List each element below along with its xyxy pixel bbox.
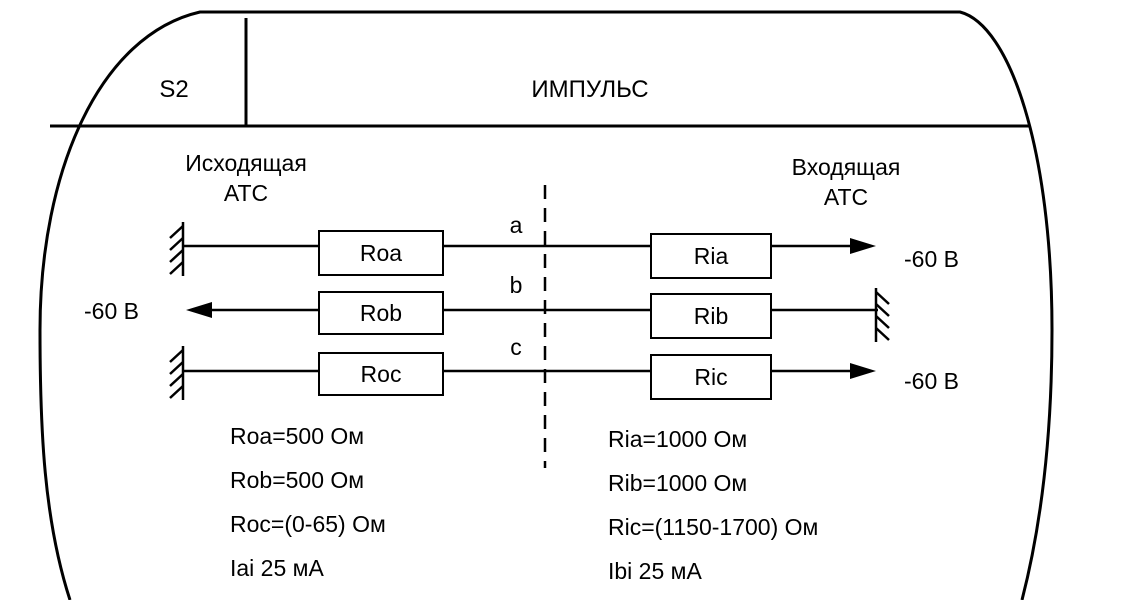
resistor-roc: Roc: [318, 352, 444, 396]
wire-label-a: a: [509, 212, 523, 238]
resistor-roa: Roa: [318, 230, 444, 276]
voltage-right-a: -60 В: [904, 246, 959, 272]
param-left-4: Iai 25 мА: [230, 555, 324, 581]
header-title: ИМПУЛЬС: [531, 76, 649, 103]
arrow-right-a-icon: [850, 238, 876, 254]
wire-label-b: b: [509, 272, 523, 298]
resistor-roc-label: Roc: [360, 360, 402, 387]
resistor-ric: Ric: [650, 354, 772, 400]
resistor-rib-label: Rib: [693, 302, 729, 329]
resistor-ric-label: Ric: [694, 363, 728, 390]
ground-icon-left-c: [169, 346, 185, 400]
incoming-station-line1: Входящая: [791, 154, 901, 180]
frame-outline: [38, 10, 1054, 600]
param-right-4: Ibi 25 мА: [608, 558, 702, 584]
resistor-rob: Rob: [318, 291, 444, 335]
voltage-left-b: -60 В: [84, 298, 139, 324]
arrow-right-c-icon: [850, 363, 876, 379]
resistor-ria-label: Ria: [693, 242, 729, 269]
ground-icon-right-b: [874, 288, 890, 342]
header-cell-label: S2: [159, 76, 189, 103]
param-right-1: Ria=1000 Ом: [608, 426, 748, 452]
param-right-3: Ric=(1150-1700) Ом: [608, 514, 819, 540]
param-left-2: Rob=500 Ом: [230, 467, 365, 493]
resistor-ria: Ria: [650, 233, 772, 279]
param-left-1: Roa=500 Ом: [230, 423, 365, 449]
param-right-2: Rib=1000 Ом: [608, 470, 748, 496]
voltage-right-c: -60 В: [904, 368, 959, 394]
outgoing-station-line2: АТС: [223, 180, 269, 206]
resistor-roa-label: Roa: [359, 239, 403, 266]
ground-icon-left-a: [169, 222, 185, 276]
wire-label-c: c: [510, 334, 522, 360]
arrow-left-b-icon: [186, 302, 212, 318]
resistor-rib: Rib: [650, 293, 772, 339]
outgoing-station-line1: Исходящая: [185, 150, 307, 176]
resistor-rob-label: Rob: [359, 299, 403, 326]
incoming-station-line2: АТС: [823, 184, 869, 210]
param-left-3: Roc=(0-65) Ом: [230, 511, 386, 537]
